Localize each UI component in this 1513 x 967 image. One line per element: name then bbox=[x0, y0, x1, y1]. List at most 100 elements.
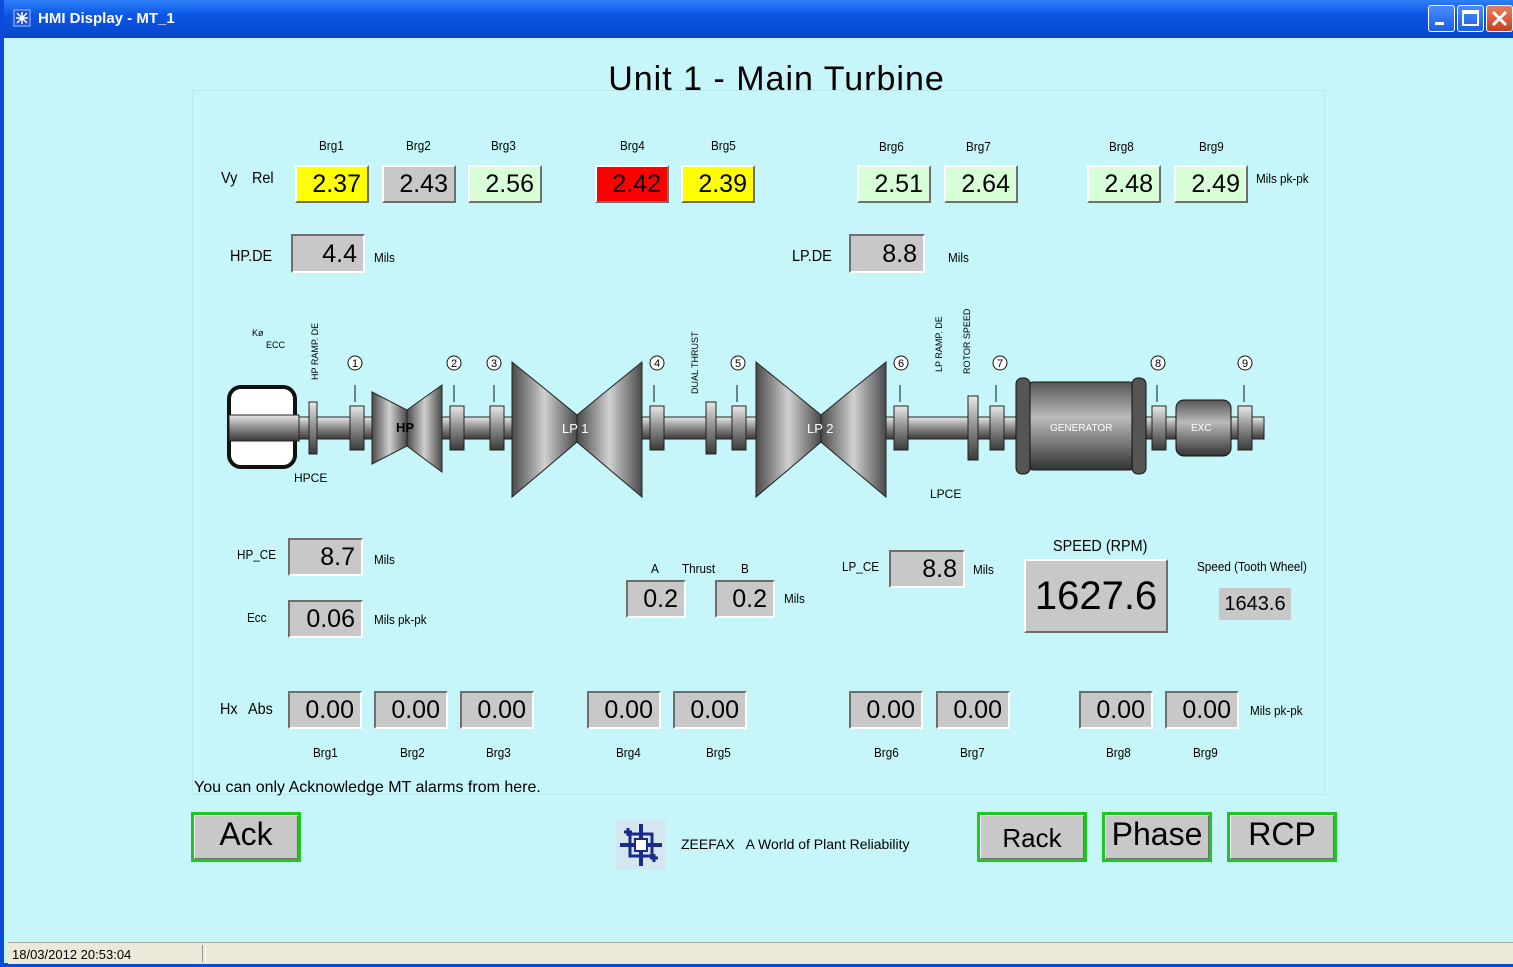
zeefax-brand: ZEEFAX bbox=[681, 836, 735, 852]
vy-brg9-label: Brg9 bbox=[1199, 139, 1224, 154]
status-datetime: 18/03/2012 20:53:04 bbox=[12, 947, 132, 962]
hx-brg7-value: 0.00 bbox=[936, 691, 1010, 729]
vy-brg2-value: 2.43 bbox=[382, 165, 456, 203]
probe-1-label: 1 bbox=[352, 358, 358, 370]
lp-ce-units: Mils bbox=[973, 562, 994, 577]
abs-label: Abs bbox=[248, 701, 273, 718]
hx-brg9-value: 0.00 bbox=[1165, 691, 1239, 729]
thrust-a-label: A bbox=[651, 561, 659, 576]
hp-ce-units: Mils bbox=[374, 552, 395, 567]
vy-brg6-label: Brg6 bbox=[879, 139, 904, 154]
hx-brg2-value: 0.00 bbox=[374, 691, 448, 729]
zeefax-logo-icon bbox=[616, 820, 666, 870]
phase-button[interactable]: Phase bbox=[1102, 812, 1212, 862]
hx-brg6-value: 0.00 bbox=[849, 691, 923, 729]
lp-ce-label: LP_CE bbox=[842, 559, 880, 574]
vy-brg7-value: 2.64 bbox=[944, 165, 1018, 203]
lpce-label: LPCE bbox=[930, 487, 961, 501]
speed-label: SPEED (RPM) bbox=[1053, 538, 1148, 555]
dual-thrust-label: DUAL THRUST bbox=[690, 331, 700, 394]
vy-brg7-label: Brg7 bbox=[966, 139, 991, 154]
vy-brg1-label: Brg1 bbox=[319, 138, 344, 153]
hp-ce-value: 8.7 bbox=[288, 538, 363, 576]
hx-brg5-value: 0.00 bbox=[673, 691, 747, 729]
minimize-button[interactable] bbox=[1428, 5, 1455, 32]
lp1-label: LP 1 bbox=[562, 421, 589, 436]
hx-brg5-label: Brg5 bbox=[706, 745, 731, 760]
lp-de-units: Mils bbox=[948, 250, 969, 265]
page-title: Unit 1 - Main Turbine bbox=[608, 60, 945, 98]
probe-7-label: 7 bbox=[997, 358, 1003, 370]
probe-5-label: 5 bbox=[735, 358, 741, 370]
maximize-icon bbox=[1462, 10, 1479, 26]
thrust-b-label: B bbox=[741, 561, 749, 576]
rotor-speed-label: ROTOR SPEED bbox=[962, 308, 972, 374]
status-bar: 18/03/2012 20:53:04 bbox=[8, 942, 1513, 964]
hp-ramp-de-label: HP RAMP. DE bbox=[310, 323, 320, 380]
lp1-casing-right bbox=[576, 360, 643, 499]
vy-brg4-value: 2.42 bbox=[595, 165, 669, 203]
lp-ramp-de-label: LP RAMP. DE bbox=[934, 316, 944, 372]
tooth-wheel-value: 1643.6 bbox=[1219, 588, 1291, 620]
vy-brg3-value: 2.56 bbox=[468, 165, 542, 203]
hx-brg2-label: Brg2 bbox=[400, 745, 425, 760]
vy-brg8-value: 2.48 bbox=[1087, 165, 1161, 203]
ecc-units: Mils pk-pk bbox=[374, 612, 427, 627]
thrust-units: Mils bbox=[784, 591, 805, 606]
thrust-a-value: 0.2 bbox=[626, 580, 686, 618]
vy-brg2-label: Brg2 bbox=[406, 138, 431, 153]
turbine-train-diagram: 1 2 3 4 5 6 7 8 9 HP LP 1 LP 2 GENERATOR… bbox=[227, 308, 1265, 501]
thrust-b-value: 0.2 bbox=[715, 580, 775, 618]
hp-casing-right bbox=[406, 384, 443, 473]
hx-brg1-value: 0.00 bbox=[288, 691, 362, 729]
lp-de-label: LP.DE bbox=[792, 248, 832, 265]
title-bar[interactable]: HMI Display - MT_1 bbox=[4, 0, 1513, 38]
hx-units: Mils pk-pk bbox=[1250, 703, 1303, 718]
thrust-label: Thrust bbox=[682, 561, 716, 576]
hx-brg9-label: Brg9 bbox=[1193, 745, 1218, 760]
generator-label: GENERATOR bbox=[1050, 423, 1112, 434]
hp-de-units: Mils bbox=[374, 250, 395, 265]
probe-2-label: 2 bbox=[451, 358, 457, 370]
ecc-value: 0.06 bbox=[288, 600, 363, 638]
hx-brg4-label: Brg4 bbox=[616, 745, 641, 760]
vy-units: Mils pk-pk bbox=[1256, 171, 1309, 186]
hp-label: HP bbox=[396, 420, 414, 435]
rack-button[interactable]: Rack bbox=[977, 812, 1087, 862]
lp-de-value: 8.8 bbox=[849, 234, 925, 273]
close-button[interactable] bbox=[1486, 5, 1513, 32]
minimize-icon bbox=[1435, 22, 1444, 25]
hx-brg6-label: Brg6 bbox=[874, 745, 899, 760]
lp2-casing-right bbox=[820, 360, 887, 499]
vy-brg5-label: Brg5 bbox=[711, 138, 736, 153]
hx-brg4-value: 0.00 bbox=[587, 691, 661, 729]
hp-ce-label: HP_CE bbox=[237, 547, 277, 562]
exc-label: EXC bbox=[1191, 423, 1212, 434]
ack-button[interactable]: Ack bbox=[191, 812, 301, 862]
window-title: HMI Display - MT_1 bbox=[38, 10, 175, 27]
probe-3-label: 3 bbox=[491, 358, 497, 370]
lp-ce-value: 8.8 bbox=[889, 550, 965, 588]
rcp-button[interactable]: RCP bbox=[1227, 812, 1337, 862]
tooth-wheel-label: Speed (Tooth Wheel) bbox=[1197, 559, 1307, 574]
maximize-button[interactable] bbox=[1457, 5, 1484, 32]
lp2-label: LP 2 bbox=[807, 421, 834, 436]
app-icon bbox=[13, 9, 31, 27]
probe-8-label: 8 bbox=[1155, 358, 1161, 370]
vy-brg6-value: 2.51 bbox=[857, 165, 931, 203]
probe-9-label: 9 bbox=[1242, 358, 1248, 370]
ack-button-label: Ack bbox=[194, 815, 298, 859]
vy-brg5-value: 2.39 bbox=[681, 165, 755, 203]
kphi-label: Kø bbox=[252, 328, 264, 338]
ecc-diagram-label: ECC bbox=[266, 340, 286, 350]
ecc-label: Ecc bbox=[247, 610, 267, 625]
rcp-button-label: RCP bbox=[1230, 815, 1334, 859]
exciter bbox=[1175, 399, 1232, 457]
vy-brg9-value: 2.49 bbox=[1174, 165, 1248, 203]
vy-label: Vy bbox=[221, 170, 238, 187]
hp-de-label: HP.DE bbox=[230, 248, 273, 265]
hx-label: Hx bbox=[220, 701, 238, 718]
phase-button-label: Phase bbox=[1105, 815, 1209, 859]
hx-brg8-value: 0.00 bbox=[1079, 691, 1153, 729]
